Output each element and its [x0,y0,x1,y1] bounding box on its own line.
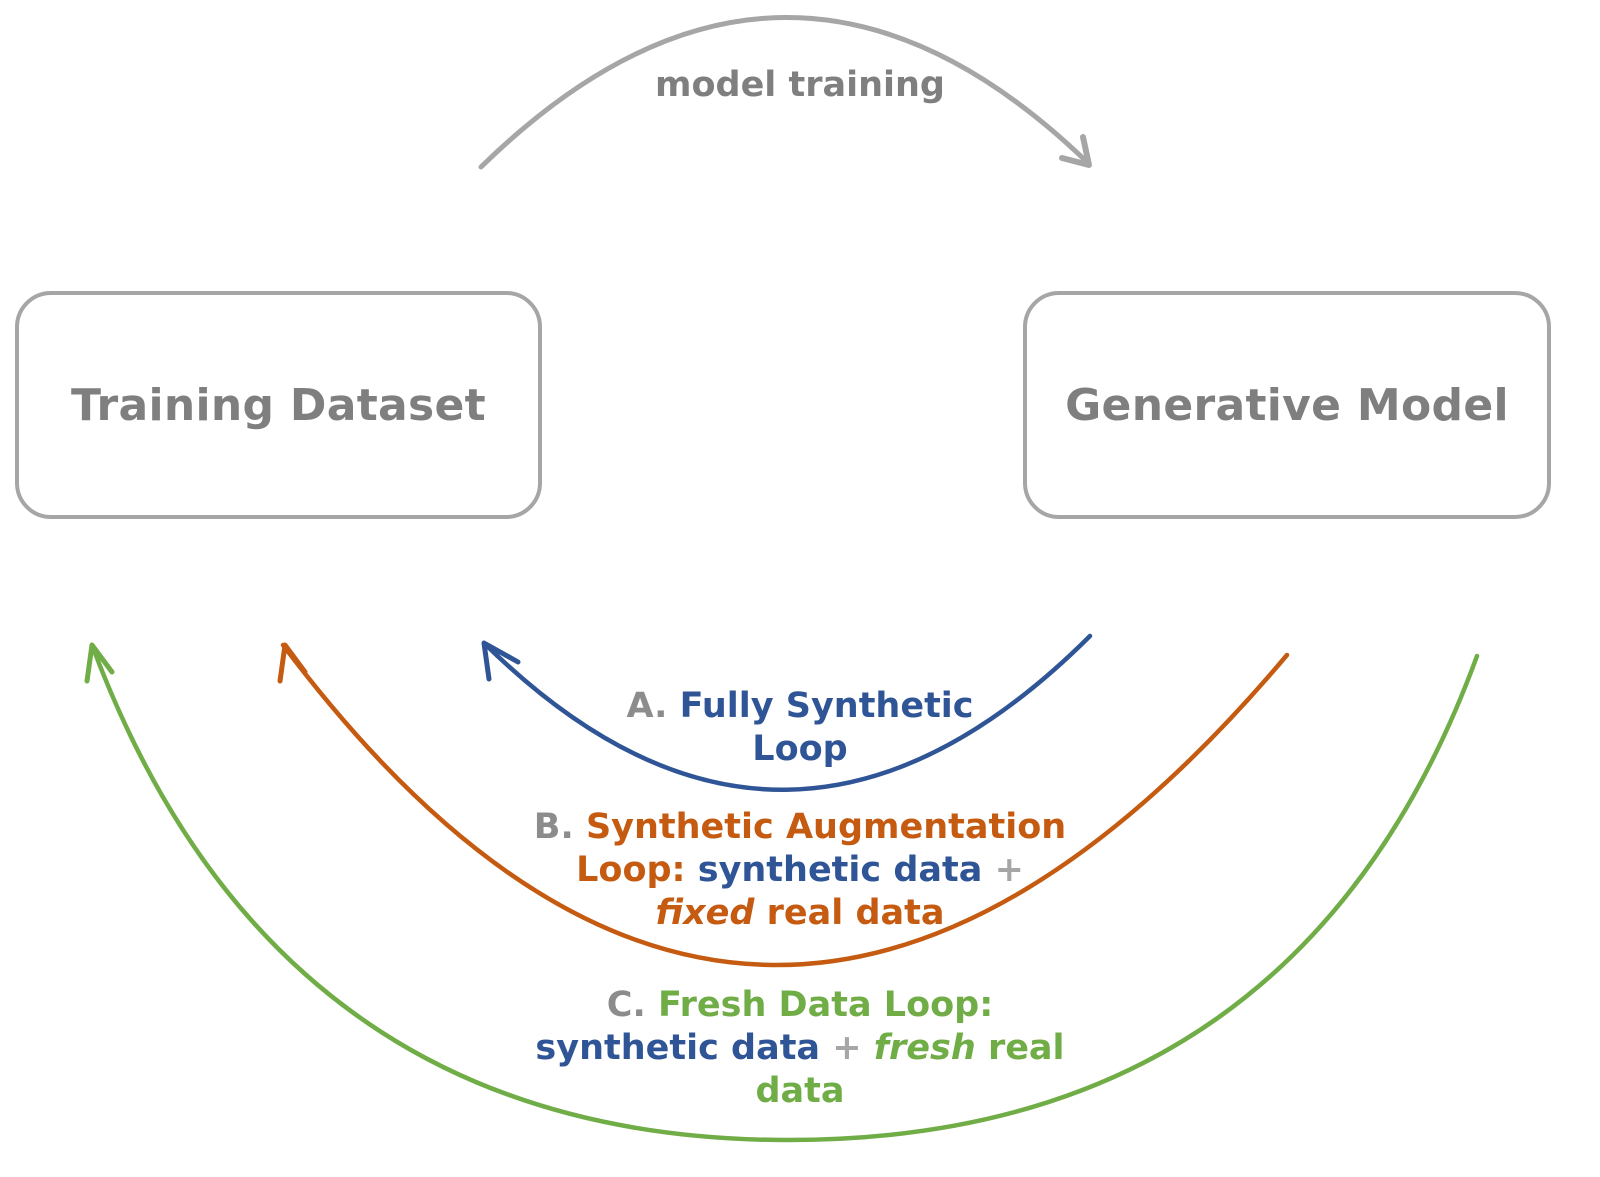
loop-c-synthetic: synthetic data [535,1028,821,1068]
training-dataset-label: Training Dataset [70,379,486,431]
model-training-label: model training [655,65,945,105]
loop-a-arrowhead-icon [481,640,521,682]
loop-a-title: Fully Synthetic [679,686,974,726]
generative-model-node: Generative Model [1023,291,1551,519]
training-dataset-node: Training Dataset [15,291,542,519]
loop-c-real: real [987,1028,1065,1068]
loop-b-arrowhead-icon [277,642,308,684]
model-training-arrowhead-icon [1059,134,1092,168]
loop-b-prefix: B. [533,807,574,847]
loop-c-prefix: C. [606,985,646,1025]
loop-a-prefix: A. [626,686,668,726]
loop-c-title: Fresh Data Loop: [657,985,994,1025]
loop-a-arrow [481,633,1093,792]
generative-model-label: Generative Model [1065,379,1509,431]
loop-b-title-cont: Loop: [576,850,686,890]
loop-b-label: B. Synthetic Augmentation Loop: syntheti… [500,806,1100,935]
model-training-arrow [478,15,1091,170]
loop-b-real: real data [766,893,945,933]
loop-c-arrowhead-icon [84,642,115,684]
loop-c-arrow [89,642,1480,1143]
loop-c-qualifier: fresh [873,1028,976,1068]
loop-b-title: Synthetic Augmentation [585,807,1067,847]
loop-a-label: A. Fully Synthetic Loop [560,685,1040,771]
loop-c-plus: + [832,1028,862,1068]
loop-b-synthetic: synthetic data [697,850,983,890]
loop-b-qualifier: fixed [655,893,755,933]
loop-c-label: C. Fresh Data Loop: synthetic data + fre… [500,984,1100,1113]
loop-b-plus: + [994,850,1024,890]
loop-b-arrow [280,642,1290,968]
loop-a-title-cont: Loop [752,729,848,769]
loop-c-real-cont: data [755,1071,845,1111]
